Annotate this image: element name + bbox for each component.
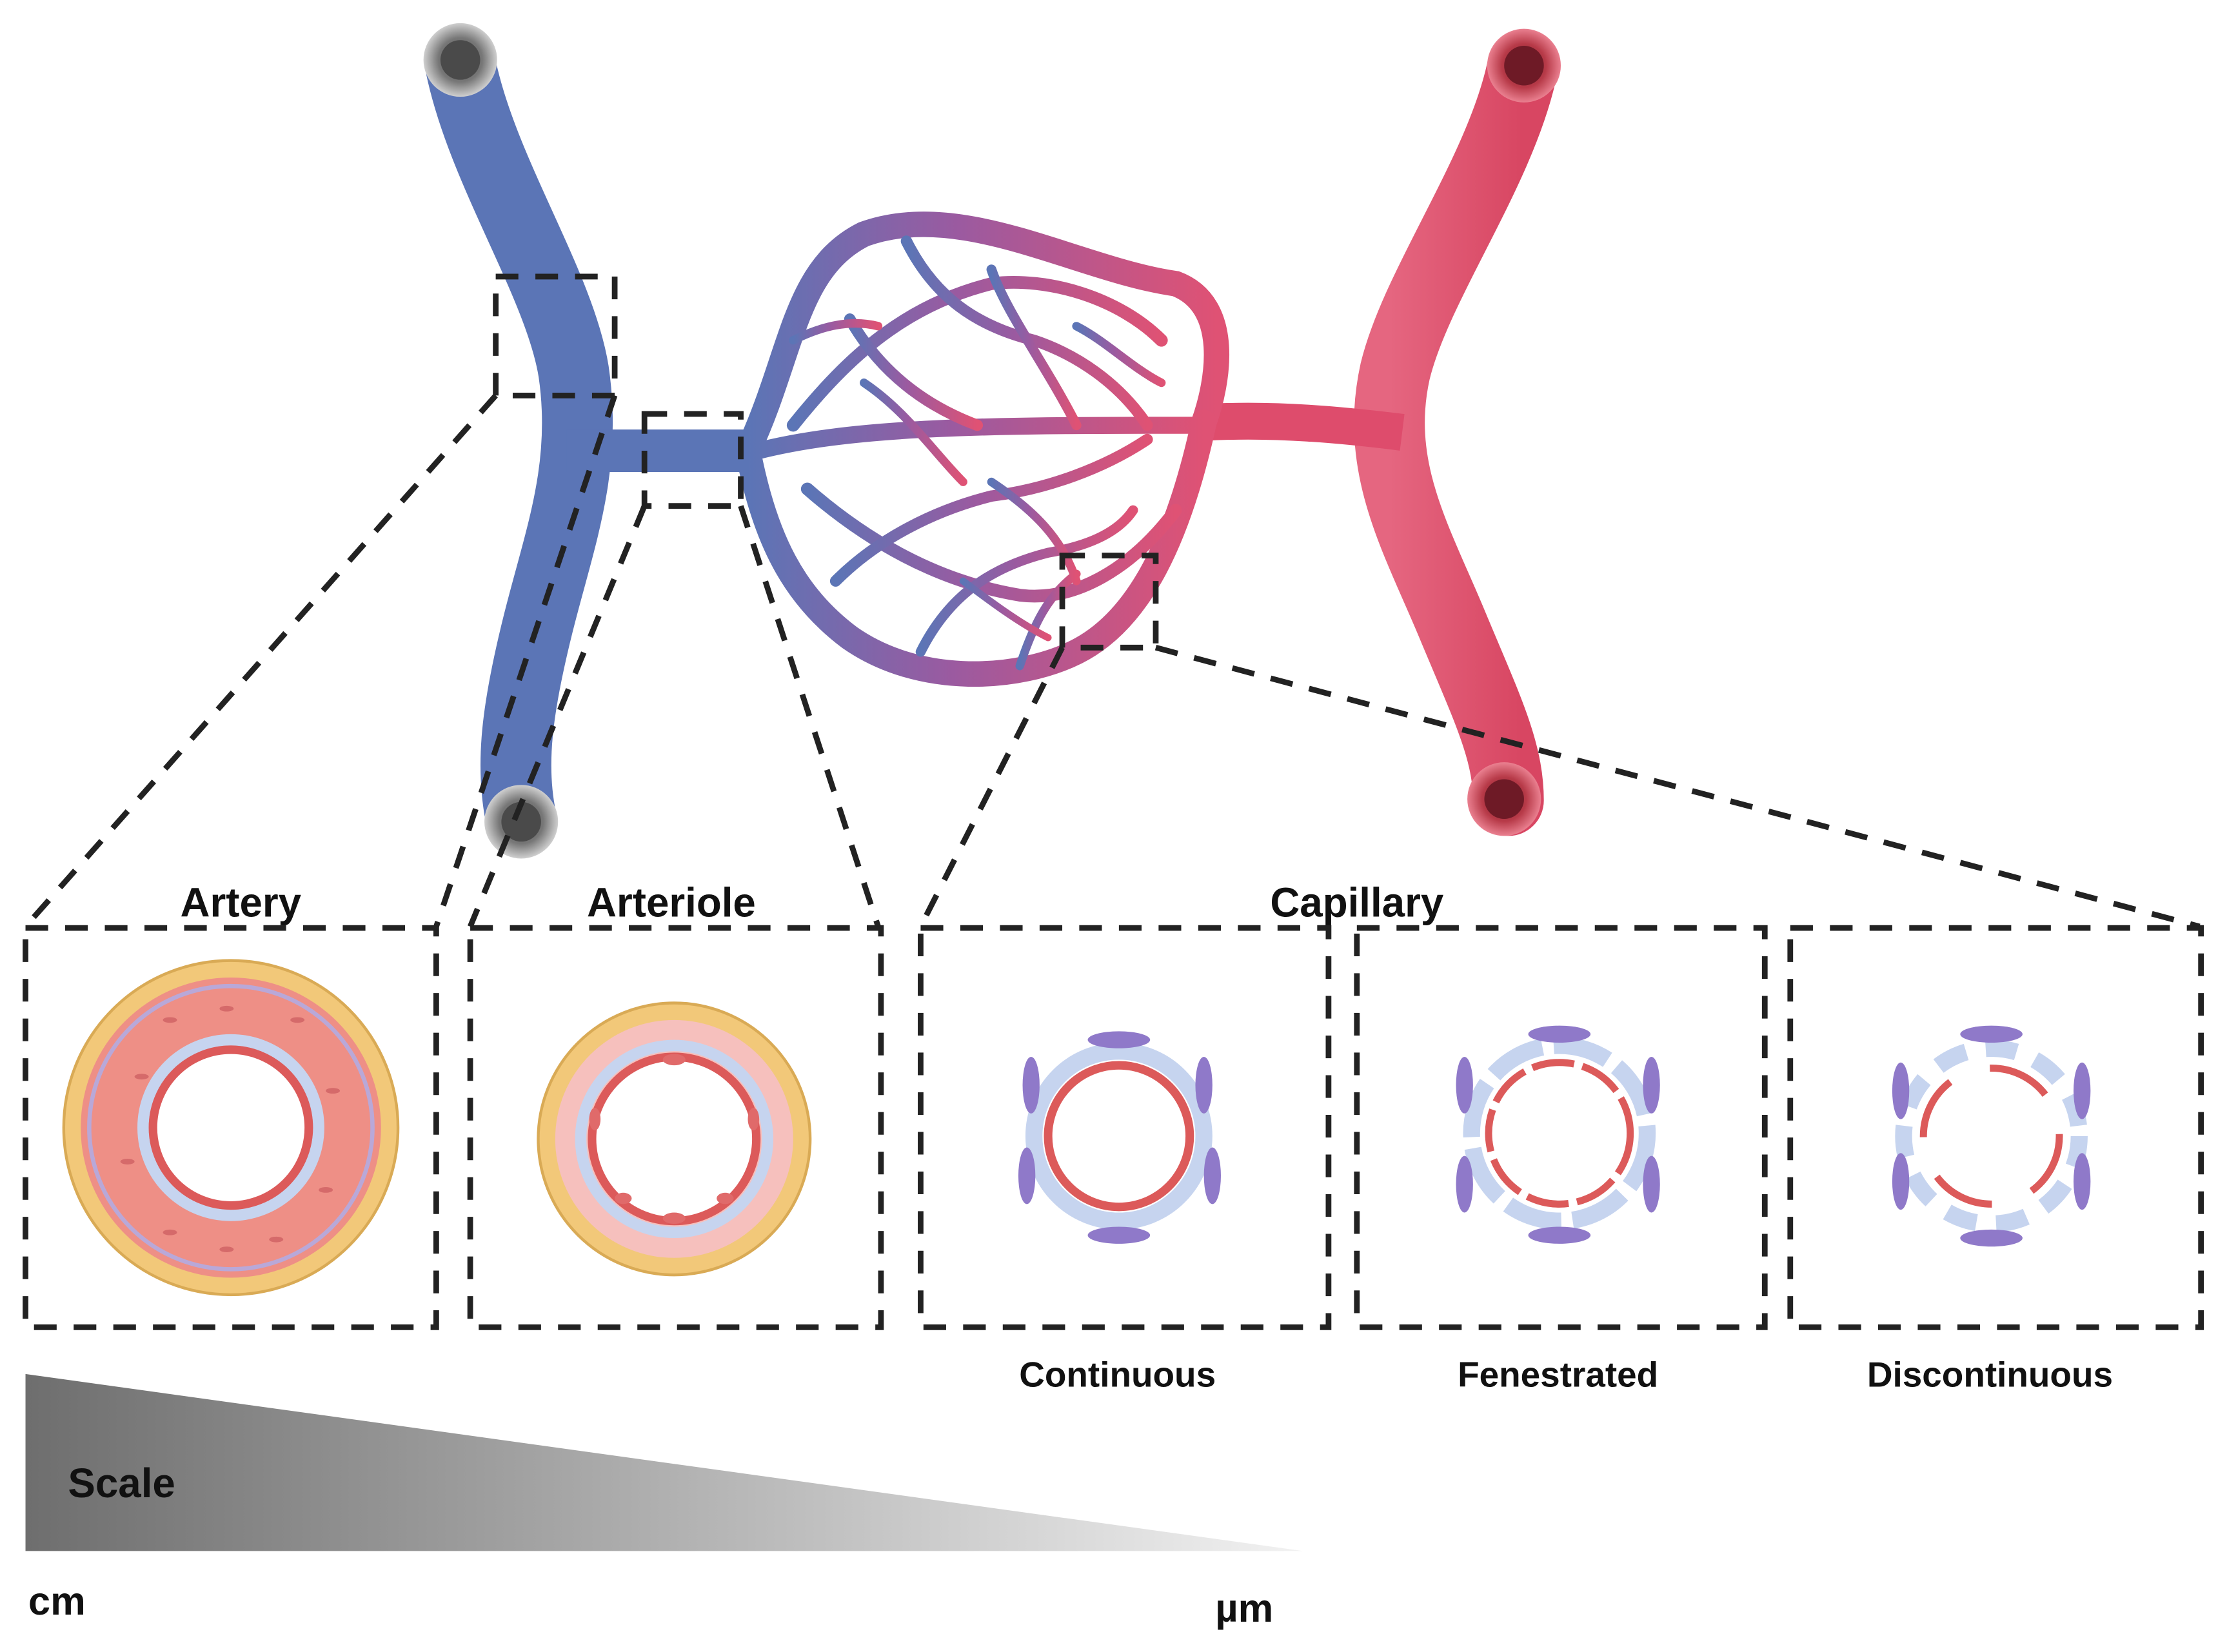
artery-title: Artery [181, 880, 302, 926]
capillary-bed [735, 211, 1229, 687]
scale-wedge [25, 1373, 1303, 1551]
capillary-title: Capillary [1270, 880, 1444, 926]
capillary-zoom-box [1059, 553, 1159, 651]
scale-left-unit: cm [28, 1579, 86, 1624]
discontinuous-panel [1787, 925, 2204, 1330]
continuous-label: Continuous [1019, 1355, 1216, 1395]
artery-cross-section [62, 959, 400, 1297]
artery-zoom-box [493, 273, 618, 398]
red-branch [1202, 402, 1405, 451]
fenestrated-capillary [1456, 1025, 1660, 1244]
scale-title: Scale [68, 1460, 175, 1506]
continuous-panel [918, 925, 1332, 1330]
arteriole-zoom-box [641, 411, 744, 509]
arteriole-cross-section [537, 1001, 812, 1277]
discontinuous-capillary [1892, 1025, 2091, 1247]
arteriole-panel [467, 925, 884, 1330]
red-vessel [1354, 32, 1558, 836]
arteriole-title: Arteriole [587, 880, 756, 926]
scale-right-unit: µm [1215, 1586, 1273, 1631]
fenestrated-label: Fenestrated [1458, 1355, 1658, 1395]
discontinuous-label: Discontinuous [1867, 1355, 2113, 1395]
zoom-indicators [23, 273, 2201, 930]
continuous-capillary [1018, 1031, 1221, 1244]
artery-panel [23, 925, 439, 1330]
vessel-network [423, 23, 1561, 859]
blue-vessel [424, 28, 613, 854]
fenestrated-panel [1354, 925, 1768, 1330]
